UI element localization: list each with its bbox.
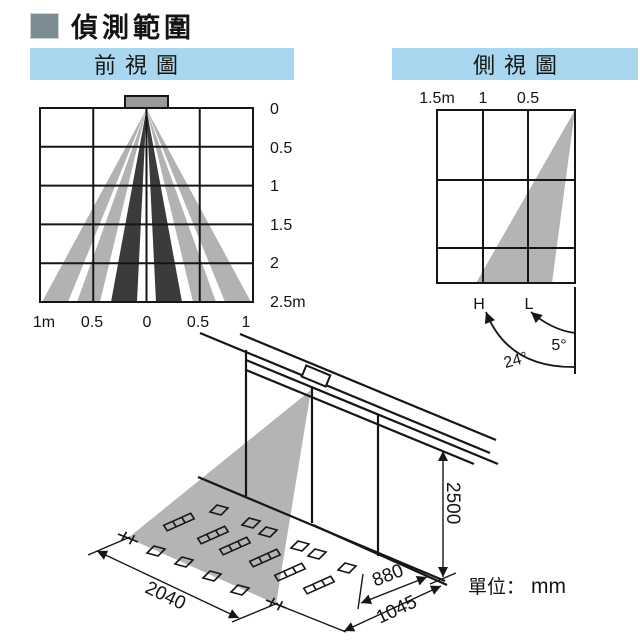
dim-line-2040 xyxy=(96,550,240,619)
angle-label-24: 24° xyxy=(502,349,530,372)
angle-label-5: 5° xyxy=(551,337,566,354)
dim-line-1045 xyxy=(343,585,442,632)
side-distance-axis: 1.5m 1 0.5 xyxy=(419,90,539,107)
front-depth-axis: 0 0.5 1 1.5 2 2.5m xyxy=(270,101,306,311)
angle-arcs xyxy=(484,311,576,368)
distance-tick: 1.5m xyxy=(419,90,455,107)
front-view-banner: 前視圖 xyxy=(30,48,294,80)
dim-label-2500: 2500 xyxy=(442,482,463,524)
distance-tick: 1 xyxy=(479,90,488,107)
front-sensor-icon xyxy=(124,95,169,109)
dim-label-1045: 1045 xyxy=(373,592,420,629)
side-detection-zone xyxy=(476,110,575,283)
side-view-diagram: 1.5m 1 0.5 H L 5° 24° xyxy=(419,90,576,374)
angle-arc-5 xyxy=(530,311,576,334)
front-view-diagram: 0 0.5 1 1.5 2 2.5m 1m 0.5 0 0.5 1 xyxy=(33,95,306,331)
beam-label-low: L xyxy=(525,296,534,313)
perspective-sensor-icon xyxy=(300,364,332,388)
side-view-banner-label: 側視圖 xyxy=(472,54,566,79)
front-beams-dark xyxy=(111,109,182,302)
detection-spot xyxy=(290,540,310,552)
perspective-diagram: 2040 880 1045 2500 xyxy=(87,331,499,633)
page-header: 偵測範圍 xyxy=(30,6,195,45)
width-tick: 0 xyxy=(143,314,152,331)
width-tick: 0.5 xyxy=(81,314,103,331)
section-marker-square xyxy=(30,12,59,39)
detection-spot-cluster xyxy=(302,575,336,595)
depth-tick: 2 xyxy=(270,255,279,272)
depth-tick: 1 xyxy=(270,178,279,195)
side-view-banner: 側視圖 xyxy=(392,48,638,80)
page-title: 偵測範圍 xyxy=(71,13,195,44)
detection-spot xyxy=(307,548,327,560)
width-tick: 1 xyxy=(242,314,251,331)
front-grid xyxy=(39,107,254,303)
width-tick: 0.5 xyxy=(187,314,209,331)
detection-cone xyxy=(128,390,311,604)
distance-tick: 0.5 xyxy=(517,90,539,107)
door-structure xyxy=(197,331,499,587)
unit-value: mm xyxy=(531,575,567,598)
depth-tick: 2.5m xyxy=(270,294,306,311)
dimension-lines xyxy=(87,451,457,633)
unit-label: 單位： xyxy=(468,576,526,598)
front-view-banner-label: 前視圖 xyxy=(94,54,188,79)
unit-note: 單位： mm xyxy=(468,572,566,599)
width-tick: 1m xyxy=(33,314,55,331)
detection-spot xyxy=(337,562,357,574)
depth-tick: 0 xyxy=(270,101,279,118)
beam-label-high: H xyxy=(473,296,485,313)
side-grid xyxy=(436,109,576,284)
depth-tick: 1.5 xyxy=(270,217,292,234)
front-width-axis: 1m 0.5 0 0.5 1 xyxy=(33,314,251,331)
angle-arc-24 xyxy=(484,311,576,368)
depth-tick: 0.5 xyxy=(270,140,292,157)
